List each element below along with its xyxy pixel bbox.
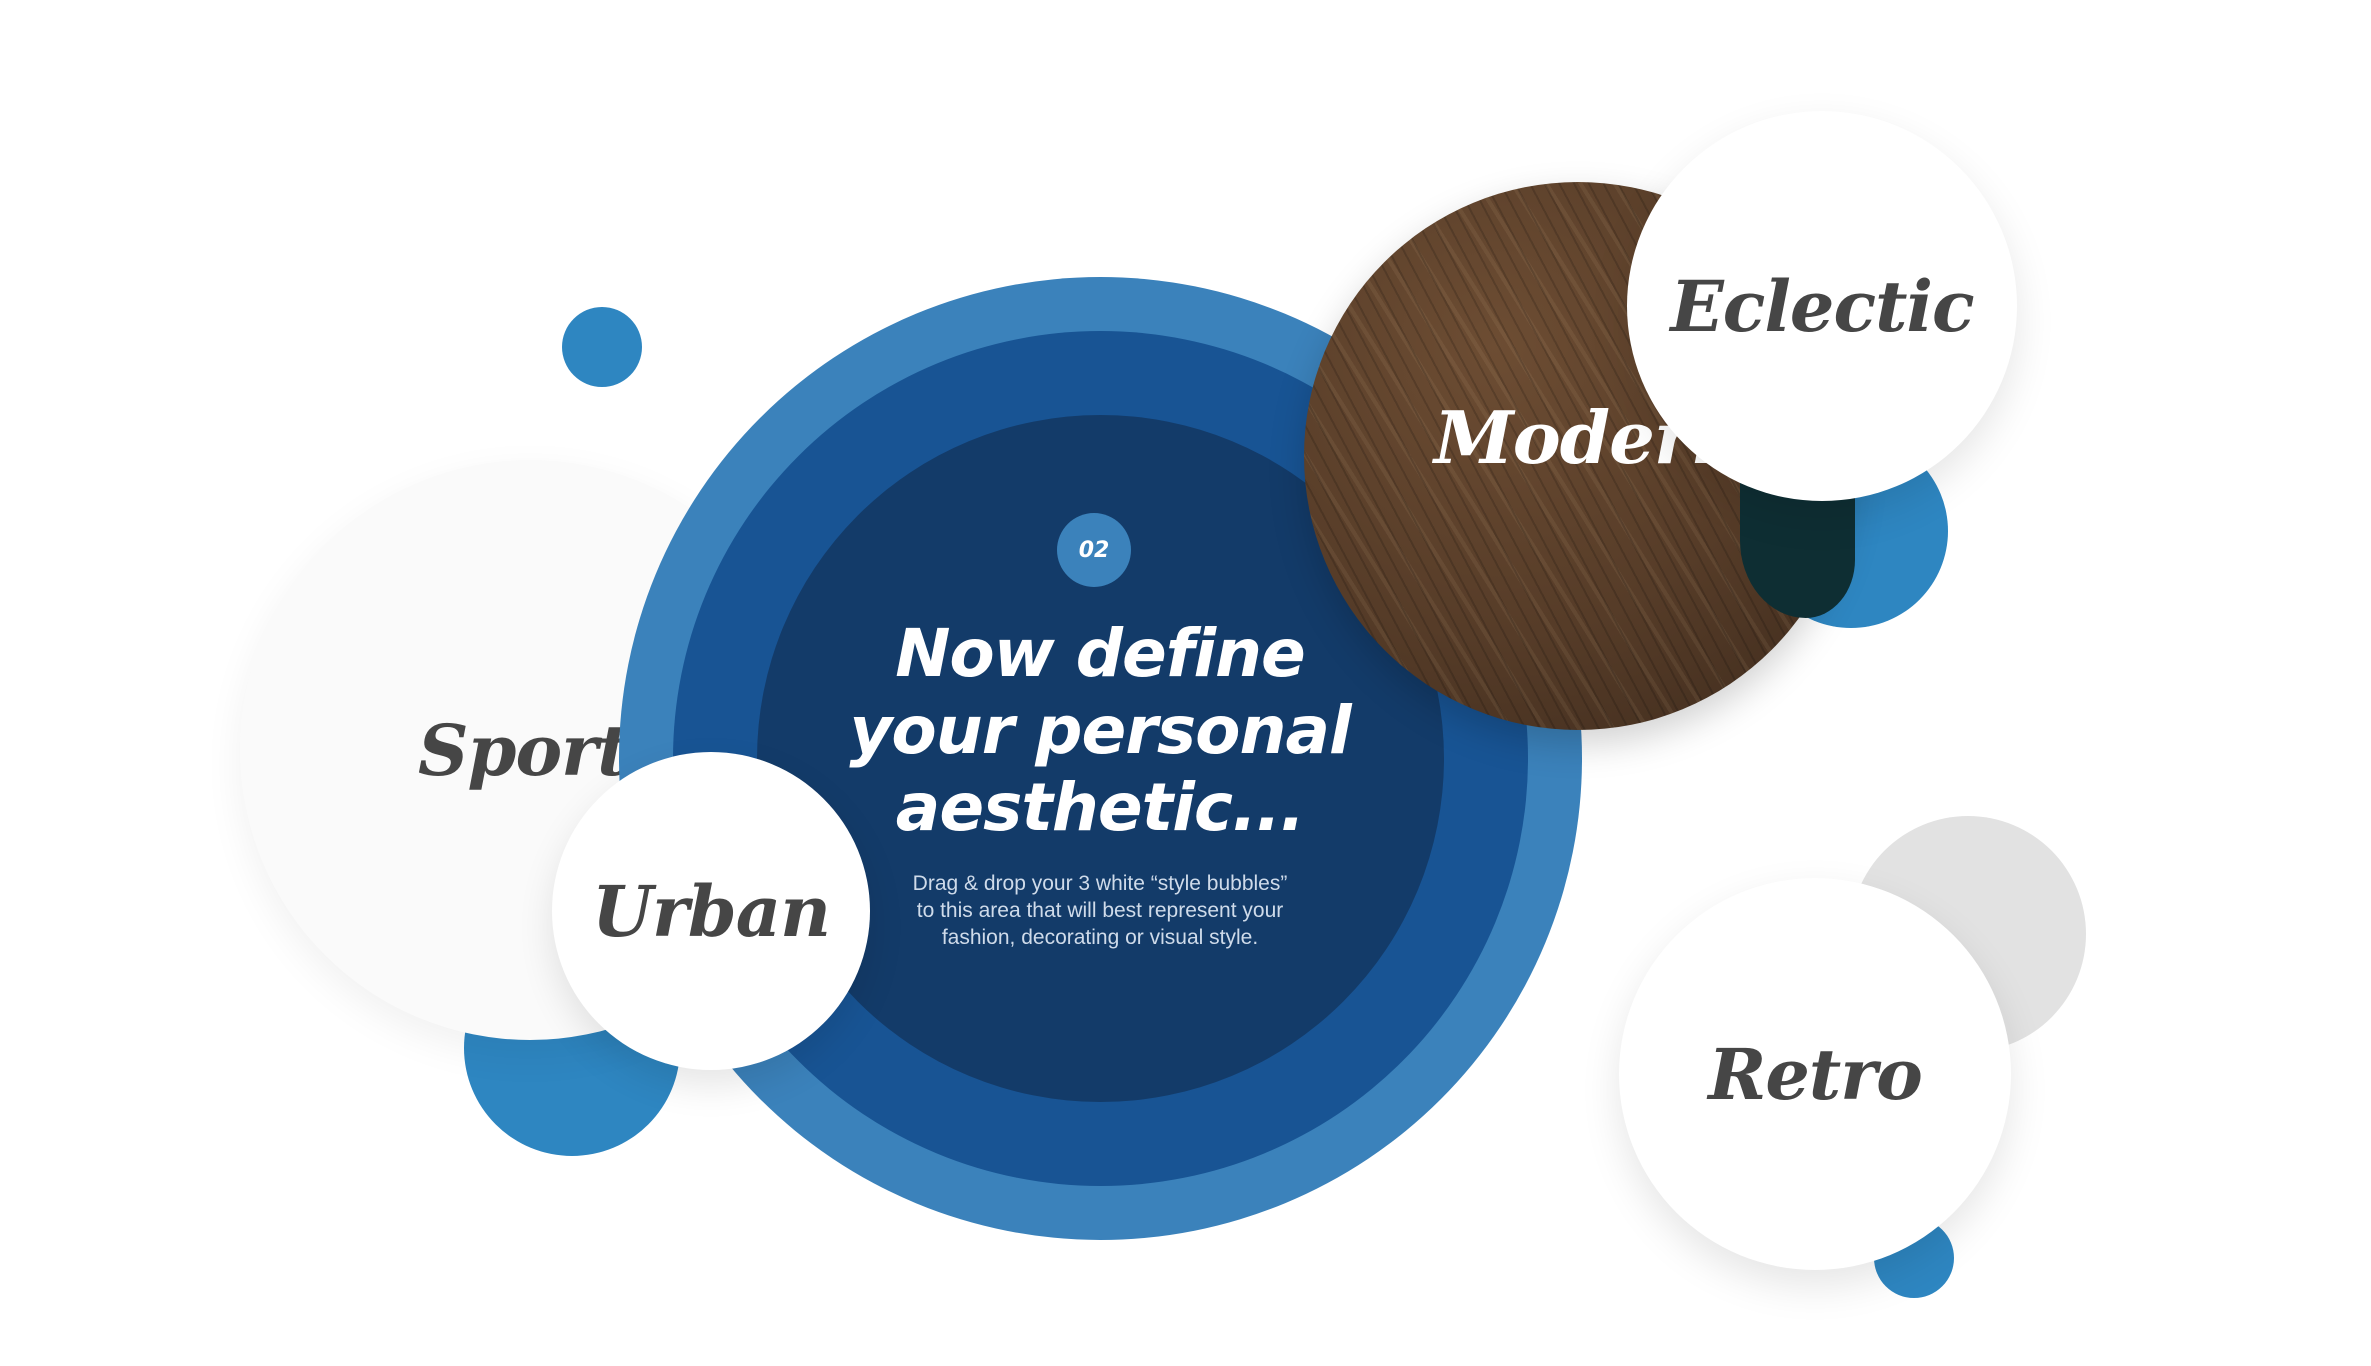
bubble-label: Retro [1708, 1032, 1923, 1116]
step-number-badge: 02 [1057, 513, 1131, 587]
bubble-overlap-shadow [1740, 482, 1855, 618]
style-bubble-retro[interactable]: Retro [1619, 878, 2011, 1270]
style-bubble-urban[interactable]: Urban [552, 752, 870, 1070]
instructions-text: Drag & drop your 3 white “style bubbles”… [860, 870, 1340, 951]
headline-line: aesthetic... [895, 769, 1305, 846]
headline-line: your personal [849, 692, 1351, 769]
bubble-label: Eclectic [1670, 264, 1974, 348]
instruction-line: Drag & drop your 3 white “style bubbles” [912, 872, 1288, 895]
page-title: Now define your personal aesthetic... [760, 615, 1440, 846]
style-bubble-eclectic[interactable]: Eclectic [1627, 111, 2017, 501]
instruction-line: fashion, decorating or visual style. [941, 926, 1259, 949]
decorative-dot [562, 307, 642, 387]
instruction-line: to this area that will best represent yo… [916, 899, 1284, 922]
headline-line: Now define [895, 615, 1306, 692]
bubble-label: Urban [591, 869, 831, 953]
